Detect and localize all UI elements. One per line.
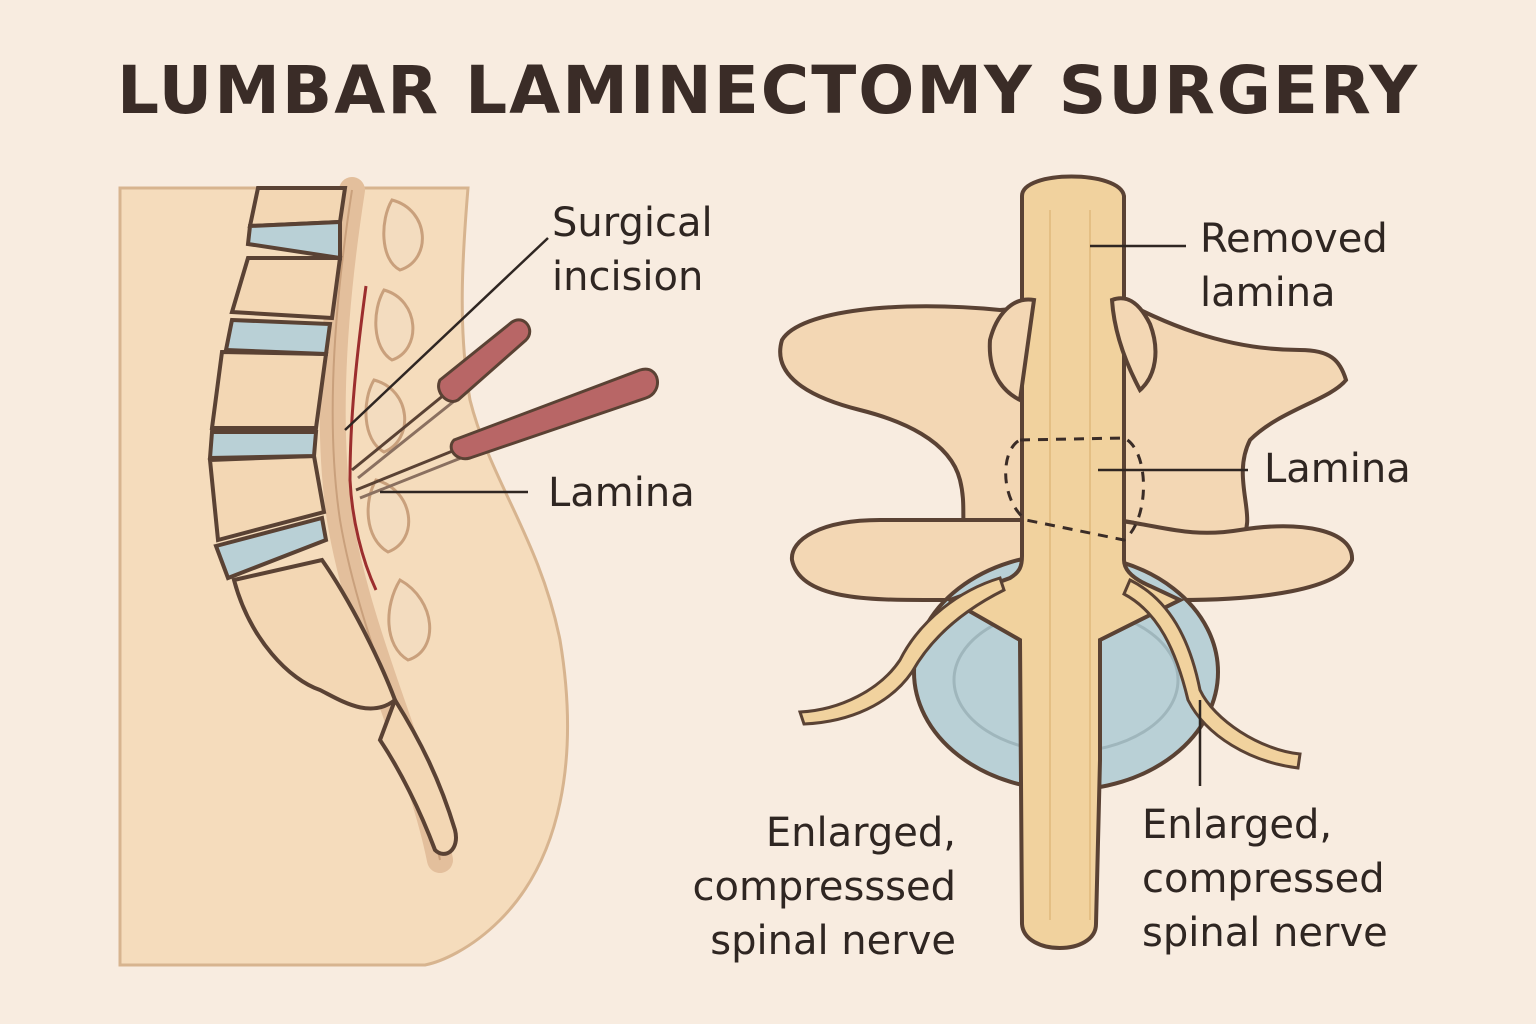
- label-line: Lamina: [1264, 446, 1411, 492]
- page-title: LUMBAR LAMINECTOMY SURGERY: [116, 52, 1420, 129]
- label-nerve-left: Enlarged, compresssed spinal nerve: [692, 806, 956, 968]
- posterior-view-illustration: [778, 174, 1355, 950]
- vertebra: [229, 256, 343, 321]
- instrument-handle: [449, 367, 659, 461]
- label-line: Surgical: [552, 200, 713, 246]
- label-line: Enlarged,: [765, 810, 956, 856]
- side-view-illustration: [118, 177, 659, 967]
- spinal-nerve-right: [1122, 577, 1302, 770]
- instrument-handle: [437, 318, 532, 403]
- label-nerve-right: Enlarged, compressed spinal nerve: [1142, 798, 1388, 960]
- label-line: spinal nerve: [1142, 910, 1388, 956]
- leader-line: [344, 237, 549, 431]
- disc: [223, 317, 333, 357]
- removed-lamina-outline: [1004, 436, 1145, 542]
- coccyx: [377, 695, 458, 856]
- disc: [213, 515, 329, 581]
- label-line: Enlarged,: [1142, 802, 1333, 848]
- label-surgical-incision: Surgical incision: [552, 196, 713, 304]
- spinal-cord: [945, 174, 1185, 950]
- disc: [207, 430, 319, 461]
- spinal-nerve-left: [797, 576, 1006, 726]
- sacrum: [231, 557, 398, 711]
- intervertebral-discs: [207, 219, 342, 581]
- vertebra: [209, 349, 329, 430]
- label-line: Removed: [1200, 216, 1388, 262]
- label-line: lamina: [1200, 270, 1336, 316]
- label-line: incision: [552, 254, 704, 300]
- label-line: compressed: [1142, 856, 1385, 902]
- vertebra: [247, 186, 348, 229]
- facet-right: [1109, 296, 1158, 394]
- incision-line: [348, 285, 378, 591]
- label-line: compresssed: [692, 864, 956, 910]
- label-line: Lamina: [548, 470, 695, 516]
- label-line: spinal nerve: [710, 918, 956, 964]
- label-lamina-left: Lamina: [548, 466, 695, 520]
- label-lamina-right: Lamina: [1264, 442, 1411, 496]
- label-removed-lamina: Removed lamina: [1200, 212, 1388, 320]
- facet-left: [987, 297, 1037, 404]
- disc: [245, 219, 342, 261]
- surgical-instruments: [351, 318, 659, 500]
